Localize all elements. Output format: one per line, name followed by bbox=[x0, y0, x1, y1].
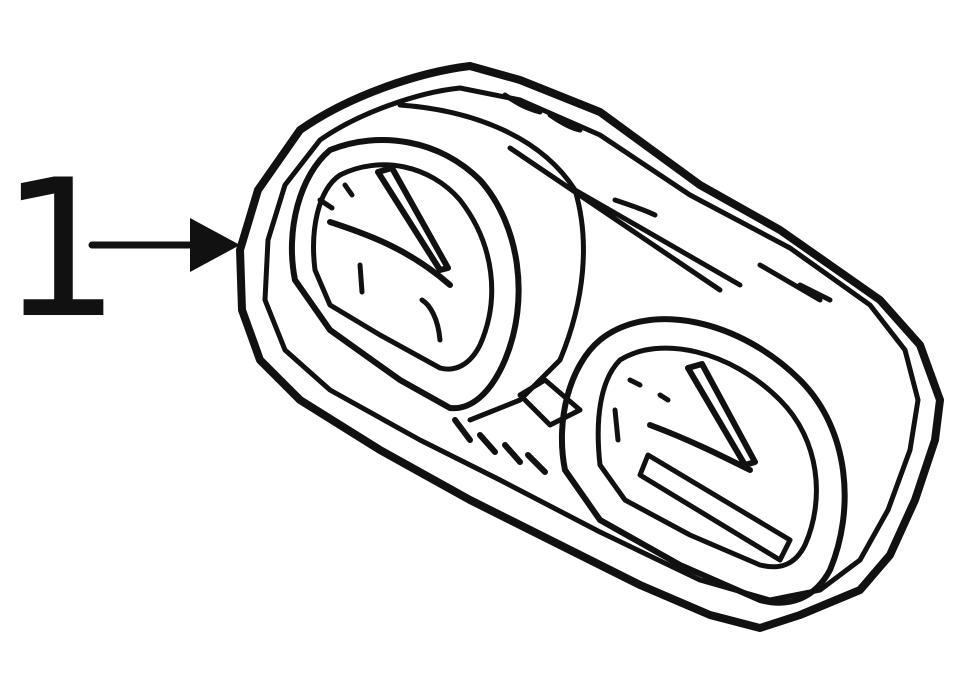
indicator-top bbox=[502, 92, 658, 218]
right-gauge-lcd bbox=[637, 452, 793, 563]
left-gauge-bezel bbox=[288, 137, 522, 412]
left-gauge-marks bbox=[317, 182, 443, 343]
left-gauge-needle-base bbox=[327, 219, 453, 288]
cluster-inner-rim bbox=[262, 85, 921, 603]
callout-arrow bbox=[88, 218, 240, 272]
center-display-window bbox=[517, 377, 583, 428]
warning-lamp-strip bbox=[452, 417, 548, 475]
left-gauge-dial bbox=[311, 162, 495, 372]
right-gauge-bezel bbox=[558, 316, 848, 606]
callout-arrow-head bbox=[190, 218, 240, 272]
right-gauge-dial bbox=[595, 345, 819, 570]
right-gauge-marks bbox=[612, 282, 833, 443]
left-gauge-needle bbox=[375, 165, 451, 273]
cluster-housing-outline bbox=[236, 62, 944, 632]
right-gauge-needle bbox=[685, 361, 758, 468]
center-display-bridge bbox=[397, 102, 823, 423]
right-gauge-needle-base bbox=[647, 422, 753, 473]
